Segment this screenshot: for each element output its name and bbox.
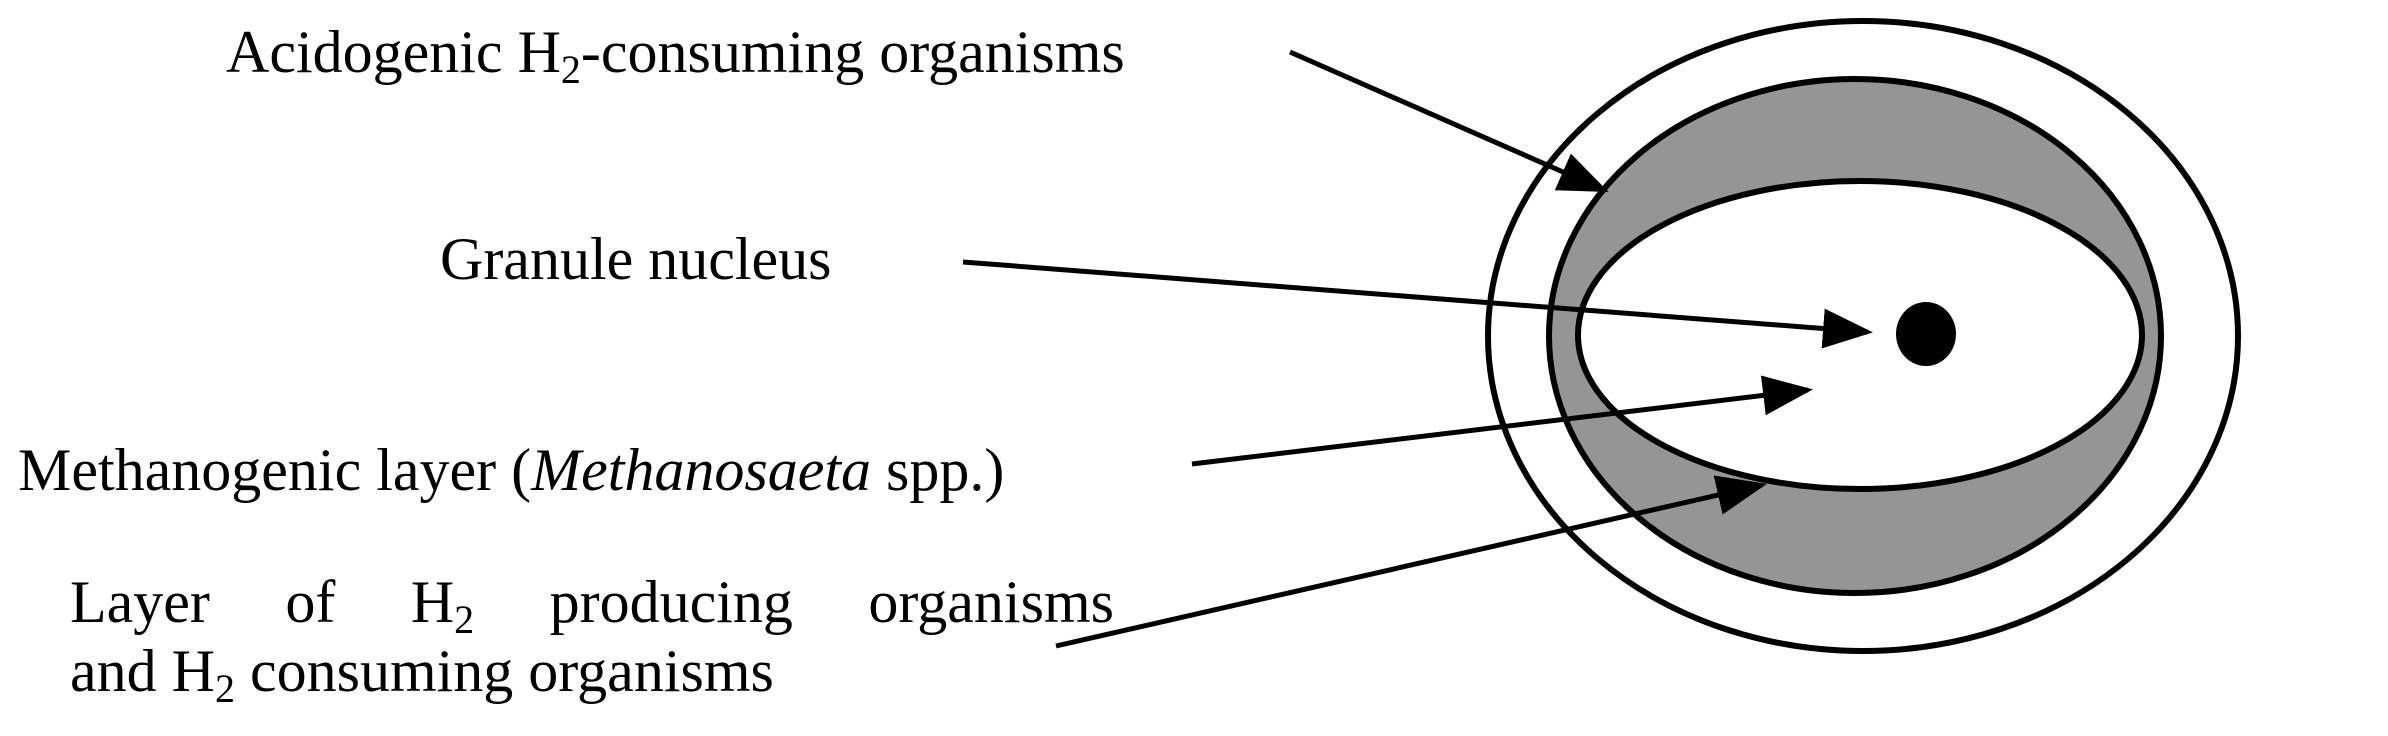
label-h2-line2-post: consuming organisms: [234, 638, 774, 704]
label-h2-line2-pre: and H: [70, 638, 215, 704]
methanogenic-layer: [1575, 178, 2145, 492]
arrow-nucleus: [962, 259, 1873, 349]
label-methanogenic-genus: Methanosaeta: [531, 437, 872, 503]
label-methanogenic: Methanogenic layer (Methanosaeta spp.): [18, 440, 1004, 500]
label-methanogenic-pre: Methanogenic layer (: [18, 437, 532, 503]
label-methanogenic-post: spp.): [871, 437, 1005, 503]
label-h2-layer-line2: and H2 consuming organisms: [70, 638, 1114, 709]
label-nucleus: Granule nucleus: [440, 229, 832, 289]
label-h2-word-layer: Layer: [70, 569, 210, 635]
label-h2-word-of: of: [285, 569, 336, 635]
label-acidogenic-post: -consuming organisms: [580, 19, 1125, 85]
label-acidogenic-pre: Acidogenic H: [226, 19, 561, 85]
arrow-methanogenic: [1191, 375, 1813, 467]
arrow-h2-layer: [1055, 475, 1767, 649]
label-h2-layer: Layer of H2 producing organisms and H2 c…: [70, 569, 1114, 709]
label-h2-word-organisms: organisms: [868, 569, 1114, 635]
label-h2-word-producing: producing: [549, 569, 793, 635]
label-h2-line2-subscript: 2: [214, 666, 235, 712]
label-h2-layer-line1: Layer of H2 producing organisms: [70, 569, 1114, 640]
label-h2-word-h: H: [410, 569, 455, 635]
label-acidogenic-subscript: 2: [560, 47, 581, 93]
label-nucleus-text: Granule nucleus: [440, 226, 832, 292]
label-h2-word-h2: H2: [410, 569, 474, 640]
label-acidogenic: Acidogenic H2-consuming organisms: [226, 19, 1125, 90]
arrow-acidogenic: [1288, 49, 1609, 193]
label-h2-word-subscript: 2: [454, 597, 475, 643]
granule-nucleus-dot: [1896, 302, 1956, 366]
